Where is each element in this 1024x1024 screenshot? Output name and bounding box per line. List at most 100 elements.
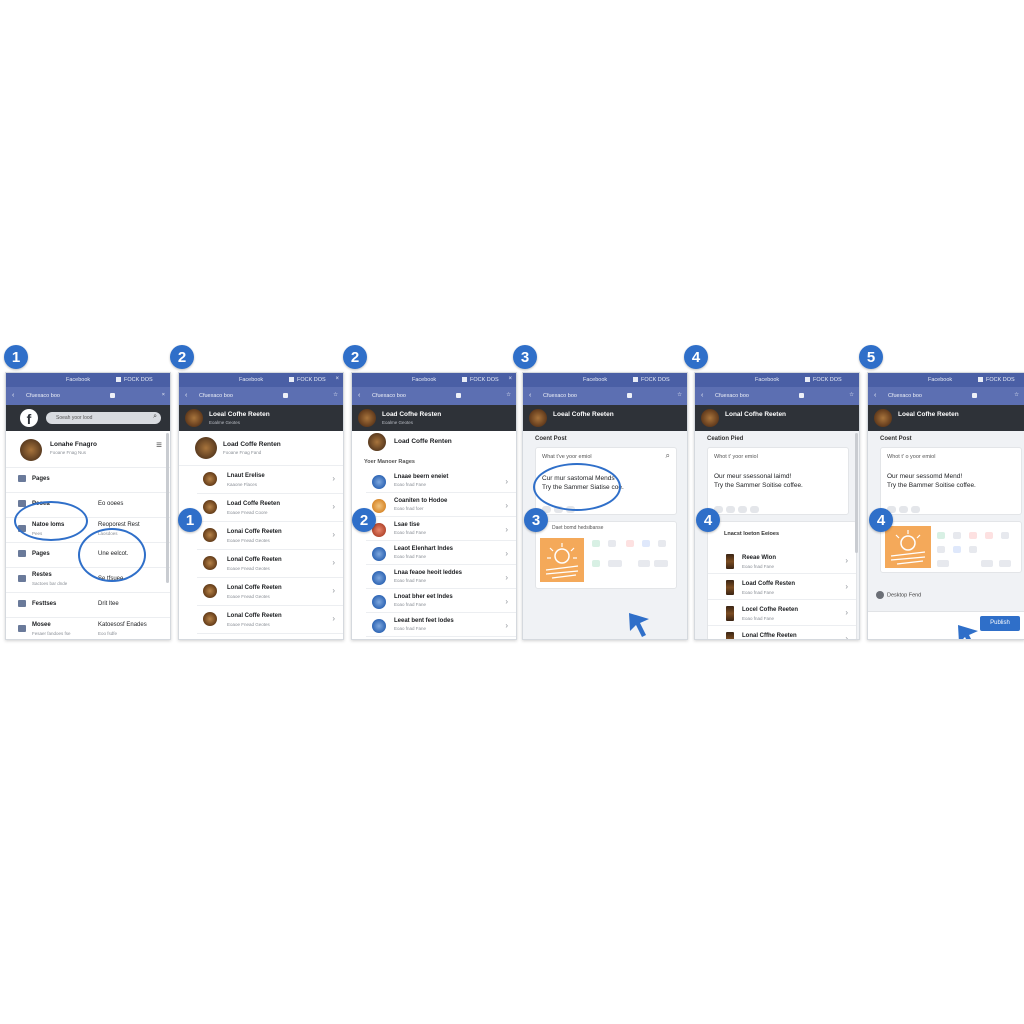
shortcut-menu-item[interactable]: Pages: [6, 468, 170, 493]
address-text[interactable]: Cfuexaco boo: [888, 393, 922, 399]
action-chip[interactable]: [554, 506, 563, 513]
tool-chip[interactable]: [638, 560, 650, 567]
address-text[interactable]: Cfuexaco boo: [372, 393, 406, 399]
tool-chip[interactable]: [626, 540, 634, 547]
profile-row[interactable]: Lonahe Fnagro Fooane Fnag Nus ≡: [6, 431, 170, 468]
page-name[interactable]: Lonal Cofhe Reeten: [725, 411, 787, 418]
action-chip[interactable]: [750, 506, 759, 513]
tab-title[interactable]: Facebook: [928, 377, 953, 383]
chevron-right-icon[interactable]: ›: [845, 556, 848, 565]
extension-icon[interactable]: [283, 393, 288, 398]
shortcut-right-label[interactable]: Drit ltee: [98, 601, 119, 607]
composer-card[interactable]: Whot t' o yoor emiol Our meur sessomd Me…: [880, 447, 1022, 515]
tab-title[interactable]: Facebook: [239, 377, 264, 383]
extension-icon[interactable]: [456, 393, 461, 398]
extension-icon[interactable]: [972, 393, 977, 398]
star-icon[interactable]: ☆: [1014, 392, 1019, 398]
selected-page-row[interactable]: Load Coffe Renten Fooane Fnag Fand: [179, 431, 343, 466]
shortcut-right-label[interactable]: Reoporest Rest: [98, 522, 140, 528]
action-chip[interactable]: [911, 506, 920, 513]
action-chip[interactable]: [714, 506, 723, 513]
chevron-right-icon[interactable]: ›: [505, 597, 508, 606]
tool-chip[interactable]: [658, 540, 666, 547]
chevron-right-icon[interactable]: ›: [505, 621, 508, 630]
tool-chip[interactable]: [937, 560, 949, 567]
page-name-row[interactable]: Load Coffe Renten: [352, 431, 516, 453]
tool-chip[interactable]: [953, 532, 961, 539]
address-text[interactable]: Cfuexaco boo: [715, 393, 749, 399]
tab-title[interactable]: Facebook: [66, 377, 91, 383]
chevron-right-icon[interactable]: ›: [845, 608, 848, 617]
chevron-right-icon[interactable]: ›: [332, 558, 335, 567]
close-icon[interactable]: ×: [161, 392, 165, 398]
action-chip[interactable]: [899, 506, 908, 513]
action-chip[interactable]: [738, 506, 747, 513]
facebook-logo-icon[interactable]: f: [20, 409, 38, 427]
photo-card[interactable]: Daet bomd hedsibanse: [535, 521, 677, 589]
tool-chip[interactable]: [608, 540, 616, 547]
action-chip[interactable]: [726, 506, 735, 513]
publish-button[interactable]: Publish: [980, 616, 1020, 631]
shortcut-right-label[interactable]: Katoesosf Enades: [98, 622, 147, 628]
back-icon[interactable]: ‹: [701, 392, 704, 399]
chevron-right-icon[interactable]: ›: [505, 549, 508, 558]
search-icon[interactable]: ⌕: [665, 451, 670, 460]
action-chip[interactable]: [887, 506, 896, 513]
tool-chip[interactable]: [981, 560, 993, 567]
star-icon[interactable]: ☆: [677, 392, 682, 398]
chevron-right-icon[interactable]: ›: [845, 582, 848, 591]
tool-chip[interactable]: [592, 560, 600, 567]
composer-card[interactable]: Whot t' yoor emiol Our meur ssessonal la…: [707, 447, 849, 515]
back-icon[interactable]: ‹: [185, 392, 188, 399]
shortcut-right-label[interactable]: Eo ooees: [98, 501, 124, 507]
address-text[interactable]: Cfuexaco boo: [26, 393, 60, 399]
tool-chip[interactable]: [642, 540, 650, 547]
menu-icon[interactable]: ≡: [156, 440, 162, 451]
page-name[interactable]: Loeal Cofhe Reeten: [553, 411, 614, 418]
page-name[interactable]: Loeal Cofhe Reeten: [209, 411, 270, 418]
tab-title[interactable]: Facebook: [583, 377, 608, 383]
tool-chip[interactable]: [969, 546, 977, 553]
chevron-right-icon[interactable]: ›: [332, 614, 335, 623]
tool-chip[interactable]: [937, 546, 945, 553]
chevron-right-icon[interactable]: ›: [505, 525, 508, 534]
tab-title[interactable]: Facebook: [412, 377, 437, 383]
tool-chip[interactable]: [937, 532, 945, 539]
post-text-line-2[interactable]: Try the Bammer Soitise coffee.: [887, 482, 976, 489]
extension-icon[interactable]: [627, 393, 632, 398]
back-icon[interactable]: ‹: [358, 392, 361, 399]
search-input[interactable]: Soeah yoor lood ⌕: [46, 412, 161, 424]
tool-chip[interactable]: [592, 540, 600, 547]
tool-chip[interactable]: [1001, 532, 1009, 539]
extension-icon[interactable]: [110, 393, 115, 398]
tool-chip[interactable]: [999, 560, 1011, 567]
address-text[interactable]: Cfuexaco boo: [543, 393, 577, 399]
address-text[interactable]: Cfuexaco boo: [199, 393, 233, 399]
page-name[interactable]: Load Cofhe Resten: [382, 411, 442, 418]
scrollbar[interactable]: [855, 433, 858, 553]
post-text-line-1[interactable]: Our meur sessomd Mend!: [887, 473, 963, 480]
tool-chip[interactable]: [608, 560, 622, 567]
extension-icon[interactable]: [799, 393, 804, 398]
tab-title[interactable]: Facebook: [755, 377, 780, 383]
tool-chip[interactable]: [969, 532, 977, 539]
chevron-right-icon[interactable]: ›: [505, 477, 508, 486]
back-icon[interactable]: ‹: [529, 392, 532, 399]
